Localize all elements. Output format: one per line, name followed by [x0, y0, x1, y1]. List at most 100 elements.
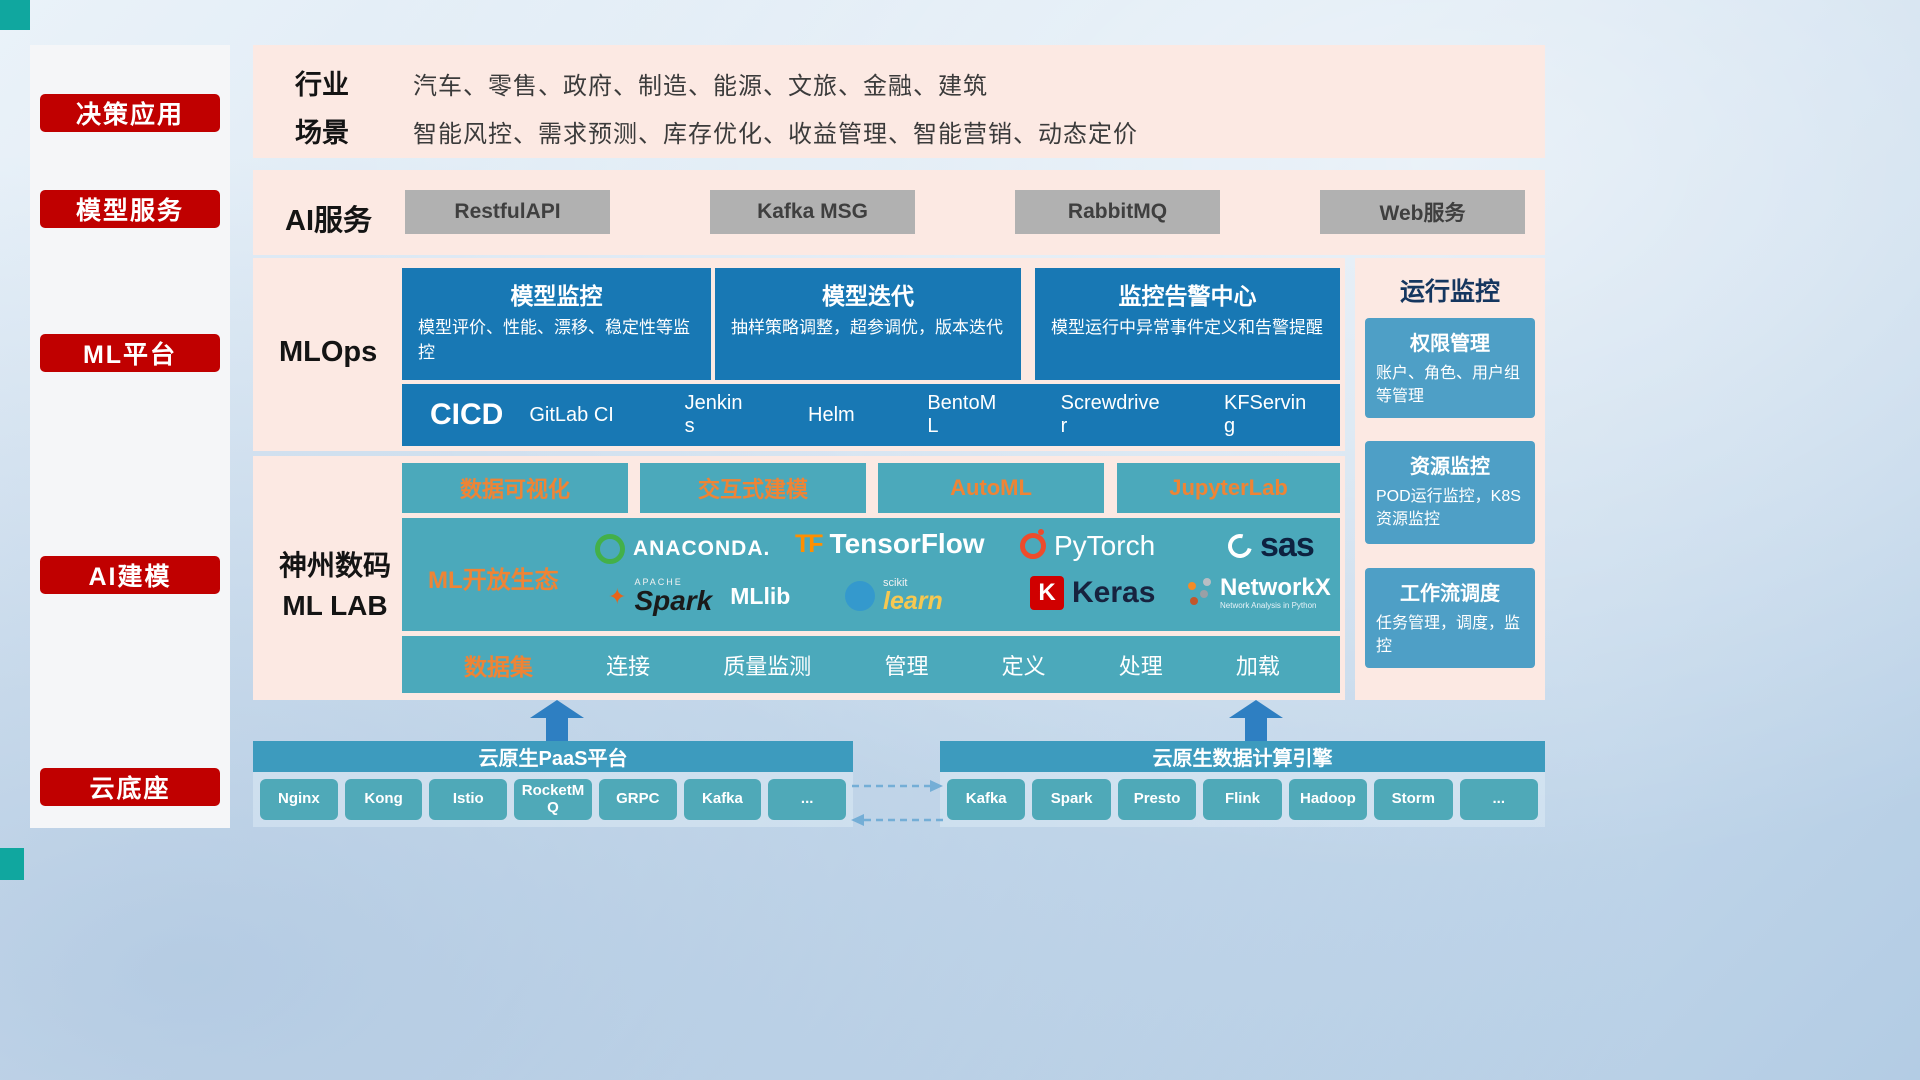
sklearn-logo: scikit learn: [845, 578, 943, 614]
paas-banner: 云原生PaaS平台: [253, 741, 853, 772]
monitoring-panel: 运行监控 权限管理 账户、角色、用户组等管理 资源监控 POD运行监控，K8S资…: [1355, 258, 1545, 700]
chip-hadoop: Hadoop: [1288, 779, 1368, 820]
chip-more: ...: [1459, 779, 1538, 820]
networkx-name: NetworkX: [1220, 574, 1331, 601]
industry-panel: 行业 汽车、零售、政府、制造、能源、文旅、金融、建筑 场景 智能风控、需求预测、…: [253, 45, 1545, 158]
pytorch-logo: PyTorch: [1020, 529, 1155, 562]
data-engine-banner: 云原生数据计算引擎: [940, 741, 1545, 772]
ai-service-panel: AI服务 RestfulAPI Kafka MSG RabbitMQ Web服务: [253, 170, 1545, 255]
corner-accent-icon: [0, 848, 24, 880]
scenario-value: 智能风控、需求预测、库存优化、收益管理、智能营销、动态定价: [413, 121, 1138, 148]
up-arrow-icon: [1229, 700, 1283, 742]
card-desc: 模型运行中异常事件定义和告警提醒: [1051, 318, 1323, 337]
sas-name: sas: [1260, 526, 1315, 564]
model-monitoring-card: 模型监控 模型评价、性能、漂移、稳定性等监控: [402, 268, 711, 380]
dataset-item-process: 处理: [1118, 653, 1163, 679]
engine-chip-row: Kafka Spark Presto Flink Hadoop Storm ..…: [940, 772, 1545, 827]
ai-service-label: AI服务: [285, 205, 373, 237]
permission-card: 权限管理 账户、角色、用户组等管理: [1365, 318, 1535, 418]
card-title: 监控告警中心: [1118, 283, 1257, 309]
sklearn-icon: [845, 581, 875, 611]
sklearn-name: learn: [883, 587, 943, 615]
anaconda-logo: ANACONDA.: [595, 534, 770, 564]
card-desc: 抽样策略调整，超参调优，版本迭代: [731, 318, 1003, 337]
dataset-item-manage: 管理: [884, 653, 929, 679]
layer-sidebar: [30, 45, 230, 828]
workflow-card: 工作流调度 任务管理，调度，监控: [1365, 568, 1535, 668]
card-title: 模型迭代: [822, 283, 914, 309]
chip-flink: Flink: [1203, 779, 1282, 820]
web-service-button: Web服务: [1320, 190, 1525, 234]
layer-cloud-base: 云底座: [40, 768, 220, 806]
card-desc: 模型评价、性能、漂移、稳定性等监控: [418, 318, 690, 362]
cicd-title: CICD: [430, 398, 504, 431]
cicd-item-bentoml: BentoML: [927, 392, 997, 437]
cicd-item-gitlab: GitLab CI: [529, 403, 614, 426]
mllab-panel: 神州数码 ML LAB 数据可视化 交互式建模 AutoML JupyterLa…: [253, 456, 1345, 700]
tool-data-visualization: 数据可视化: [402, 463, 628, 513]
chip-kafka: Kafka: [947, 779, 1026, 820]
keras-icon: K: [1030, 576, 1064, 610]
paas-chip-row: Nginx Kong Istio RocketMQ GRPC Kafka ...: [253, 772, 853, 827]
model-iteration-card: 模型迭代 抽样策略调整，超参调优，版本迭代: [715, 268, 1021, 380]
spark-apache-label: APACHE: [634, 577, 683, 587]
corner-accent-icon: [0, 0, 30, 30]
anaconda-icon: [595, 534, 625, 564]
ecosystem-label: ML开放生态: [428, 567, 559, 594]
keras-name: Keras: [1072, 576, 1156, 609]
card-title: 权限管理: [1410, 333, 1490, 355]
chip-presto: Presto: [1117, 779, 1197, 820]
chip-more: ...: [768, 779, 847, 820]
dataset-item-load: 加载: [1235, 653, 1280, 679]
cicd-bar: CICD GitLab CI Jenkins Helm BentoML Scre…: [402, 384, 1340, 446]
tool-automl: AutoML: [878, 463, 1104, 513]
rabbitmq-button: RabbitMQ: [1015, 190, 1220, 234]
pytorch-icon: [1020, 529, 1046, 559]
networkx-subtitle: Network Analysis in Python: [1220, 601, 1317, 610]
chip-nginx: Nginx: [260, 779, 338, 820]
cicd-item-kfserving: KFServing: [1223, 392, 1307, 437]
spark-name: Spark: [634, 585, 713, 616]
card-title: 资源监控: [1410, 456, 1490, 478]
dashed-arrow-icon: [851, 780, 943, 826]
mlops-panel: MLOps 模型监控 模型评价、性能、漂移、稳定性等监控 模型迭代 抽样策略调整…: [253, 258, 1345, 451]
card-title: 工作流调度: [1400, 583, 1500, 605]
layer-ai-modeling: AI建模: [40, 556, 220, 594]
dataset-item-connect: 连接: [606, 653, 651, 679]
layer-model-service: 模型服务: [40, 190, 220, 228]
networkx-icon: [1188, 581, 1212, 606]
monitoring-title: 运行监控: [1399, 278, 1500, 306]
chip-istio: Istio: [429, 779, 508, 820]
mllab-label-line1: 神州数码: [278, 550, 391, 581]
chip-kafka: Kafka: [683, 779, 762, 820]
sklearn-top-label: scikit: [883, 577, 908, 589]
card-desc: 任务管理，调度，监控: [1376, 615, 1521, 656]
tensorflow-name: TensorFlow: [829, 528, 985, 559]
cicd-items: GitLab CI Jenkins Helm BentoML Screwdriv…: [529, 392, 1340, 438]
spark-icon: ✦: [608, 583, 627, 609]
industry-value: 汽车、零售、政府、制造、能源、文旅、金融、建筑: [413, 73, 988, 100]
chip-kong: Kong: [344, 779, 423, 820]
mllab-label-line2: ML LAB: [282, 590, 388, 621]
layer-decision-app: 决策应用: [40, 94, 220, 132]
sas-icon: [1223, 529, 1257, 562]
industry-label: 行业: [295, 70, 349, 100]
chip-storm: Storm: [1374, 779, 1453, 820]
mllab-label: 神州数码 ML LAB: [265, 544, 405, 622]
anaconda-name: ANACONDA.: [633, 537, 771, 560]
card-title: 模型监控: [510, 283, 603, 309]
tensorflow-icon: TF: [795, 529, 824, 558]
scenario-label: 场景: [295, 118, 349, 148]
restful-api-button: RestfulAPI: [405, 190, 610, 234]
dataset-item-define: 定义: [1001, 653, 1046, 679]
mllib-name: MLlib: [730, 583, 791, 609]
cicd-item-jenkins: Jenkins: [684, 392, 743, 437]
chip-rocketmq: RocketMQ: [514, 779, 592, 820]
chip-grpc: GRPC: [598, 779, 677, 820]
resource-card: 资源监控 POD运行监控，K8S资源监控: [1365, 441, 1535, 544]
spark-logo: ✦ APACHE Spark MLlib: [608, 578, 790, 615]
keras-logo: K Keras: [1030, 576, 1155, 610]
dataset-bar: 数据集 连接 质量监测 管理 定义 处理 加载: [402, 636, 1340, 693]
up-arrow-icon: [530, 700, 584, 742]
